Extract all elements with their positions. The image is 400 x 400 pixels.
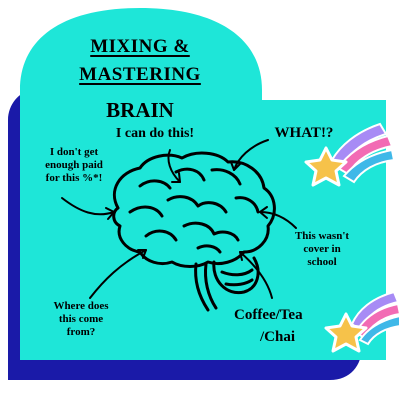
title-line-1: MIXING & [90,36,190,57]
arrow-icon [167,149,181,183]
label-line: I don't get [49,146,99,158]
arrow-icon [239,251,273,299]
cyan-panel [20,8,386,360]
label-where-from: Where does this come from? [36,300,126,340]
label-line: /Chai [260,329,296,345]
arrow-icon [89,249,147,299]
label-line: enough paid [45,159,103,172]
label-line: Coffee/Tea [234,307,303,323]
label-line: This wasn't [294,230,350,242]
shooting-star-icon [324,290,400,353]
label-line: for this %*! [45,172,103,185]
label-line: from? [66,326,96,339]
label-line: school [307,256,337,269]
arrow-icon [259,206,297,229]
label-line: cover in [303,243,341,256]
arrows [61,139,297,299]
label-not-enough-paid: I don't get enough paid for this %*! [26,146,122,186]
title-line-3: BRAIN [106,98,174,122]
label-coffee: Coffee/Tea /Chai [234,306,328,346]
label-line: this come [58,313,104,326]
label-line: Where does [53,300,109,312]
shooting-star-icon [304,122,396,187]
label-not-in-school: This wasn't cover in school [280,230,364,270]
title-line-2: MASTERING [79,64,201,85]
arrow-icon [61,197,115,220]
label-i-can-do-this: I can do this! [115,126,195,141]
label-what: WHAT!? [274,125,334,141]
arrow-icon [230,139,269,171]
